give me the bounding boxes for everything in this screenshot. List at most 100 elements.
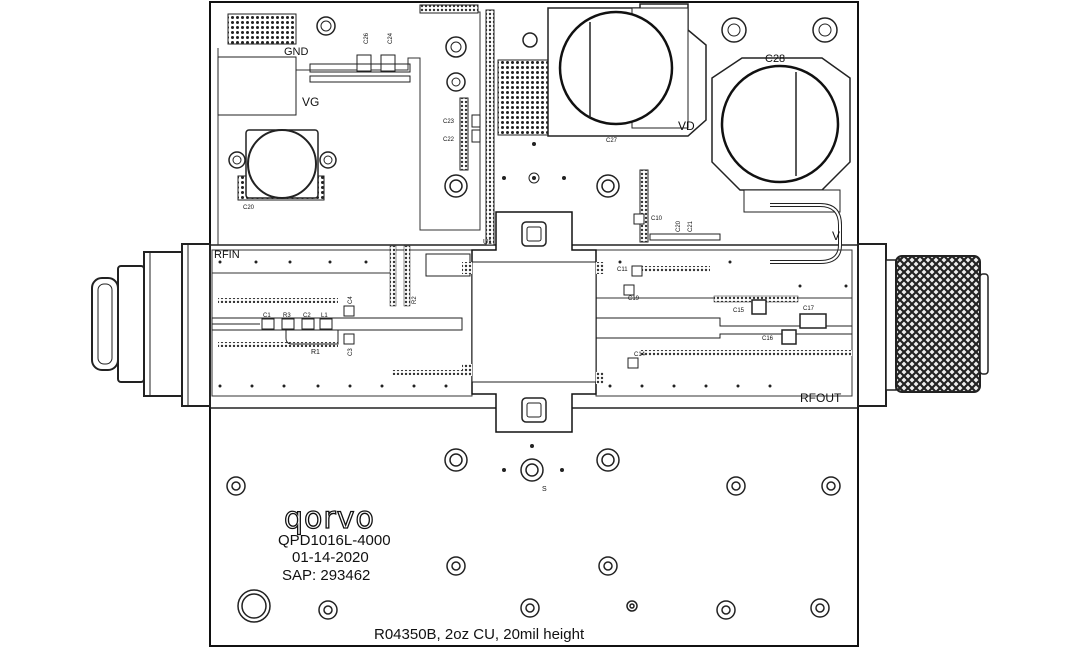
c26-pad [356, 54, 372, 72]
label-c21: C21 [688, 220, 694, 232]
label-c19: C19 [628, 296, 640, 302]
label-r2: R2 [412, 296, 418, 304]
label-vg: VG [302, 95, 319, 109]
label-c10: C10 [651, 216, 663, 222]
rfout-stepped-line [640, 350, 852, 356]
label-u1: U1 [483, 239, 492, 246]
gnd-pad [217, 56, 297, 116]
mount-hole [522, 32, 538, 48]
c15-pad [751, 299, 767, 315]
mount-hole [320, 20, 332, 32]
label-c17: C17 [803, 306, 815, 312]
mount-screw [601, 179, 615, 193]
qorvo-logo: qorvo [284, 501, 375, 536]
c28-can [720, 64, 840, 184]
label-c24: C24 [388, 32, 394, 44]
bias-trace-top [309, 63, 411, 73]
c22-c23-strip [459, 97, 469, 171]
label-c27: C27 [606, 138, 618, 144]
c1-pad [261, 318, 275, 330]
part-number: QPD1016L-4000 [278, 532, 391, 549]
c2-pad [301, 318, 315, 330]
via [562, 176, 566, 180]
rfin-via-row-lower [392, 370, 470, 375]
drain-lead-lower [596, 372, 604, 384]
mount-hole [451, 77, 461, 87]
label-rfout: RFOUT [800, 391, 842, 405]
c19-pad [623, 284, 635, 296]
label-s: S [542, 486, 547, 493]
rf-ground-vias [218, 260, 848, 388]
c24-pad [380, 54, 396, 72]
label-c15: C15 [733, 308, 745, 314]
label-gnd: GND [284, 46, 309, 58]
vd-via-field [497, 59, 551, 136]
label-c3: C3 [348, 348, 354, 356]
label-v: V [832, 229, 840, 243]
label-c23: C23 [443, 119, 455, 125]
label-c26: C26 [364, 32, 370, 44]
bottom-mount-holes [226, 448, 841, 623]
mount-hole [232, 155, 242, 165]
label-c20b: C20 [676, 220, 682, 232]
l1-pad [319, 318, 333, 330]
label-vd: VD [678, 119, 695, 133]
c4-pad [343, 305, 355, 317]
label-c29: C20 [243, 205, 255, 211]
r3-pad [281, 318, 295, 330]
mount-hole [323, 155, 333, 165]
label-c1: C1 [263, 313, 271, 319]
rf-out-connector [857, 243, 989, 407]
label-c2: C2 [303, 313, 311, 319]
rfout-trace [596, 317, 852, 327]
via [502, 176, 506, 180]
label-c4: C4 [348, 296, 354, 304]
label-c16: C16 [762, 336, 774, 342]
c28-tab [743, 189, 841, 213]
rfin-ground-row-top [218, 298, 338, 303]
build-date: 01-14-2020 [292, 549, 369, 566]
rf-in-connector [91, 243, 211, 407]
bias-trace-lower [309, 75, 411, 83]
drain-lead [596, 262, 604, 274]
sap-number: SAP: 293462 [282, 567, 370, 584]
label-r3: R3 [283, 313, 291, 319]
label-c14: C14 [634, 352, 646, 358]
c29-can [247, 129, 317, 199]
c17-pad [799, 313, 827, 329]
c3-pad [343, 333, 355, 345]
c21-bias-line [649, 233, 721, 241]
c11-pad [631, 265, 643, 277]
board-material: R04350B, 2oz CU, 20mil height [374, 626, 585, 643]
c23-pad [471, 114, 481, 128]
vd-bias-wire-inner [770, 204, 841, 263]
label-r1: R1 [311, 349, 320, 356]
via [532, 176, 536, 180]
transistor-screw-bottom-inner [526, 402, 542, 418]
rfin-ground-row-bottom [218, 342, 338, 347]
via-strip-top [419, 4, 479, 14]
c22-pad [471, 129, 481, 143]
label-c22: C22 [443, 137, 455, 143]
c27-can [558, 10, 674, 126]
c14-pad [627, 357, 639, 369]
via [532, 142, 536, 146]
rfin-via-strip-2 [403, 245, 411, 307]
label-rfin: RFIN [214, 249, 240, 261]
gate-lead-lower [462, 364, 472, 376]
transistor-body [471, 261, 597, 383]
label-l1: L1 [321, 313, 328, 319]
gate-lead [462, 262, 472, 274]
label-c11: C11 [617, 267, 628, 273]
via-field-top-left [227, 13, 297, 45]
bottom-vias [502, 444, 564, 472]
c16-pad [781, 329, 797, 345]
u1-via-strip [485, 9, 495, 246]
mount-hole [818, 23, 832, 37]
label-c28: C28 [765, 53, 785, 65]
mount-hole [450, 41, 462, 53]
mount-hole [727, 23, 741, 37]
c10-strip [639, 169, 649, 243]
